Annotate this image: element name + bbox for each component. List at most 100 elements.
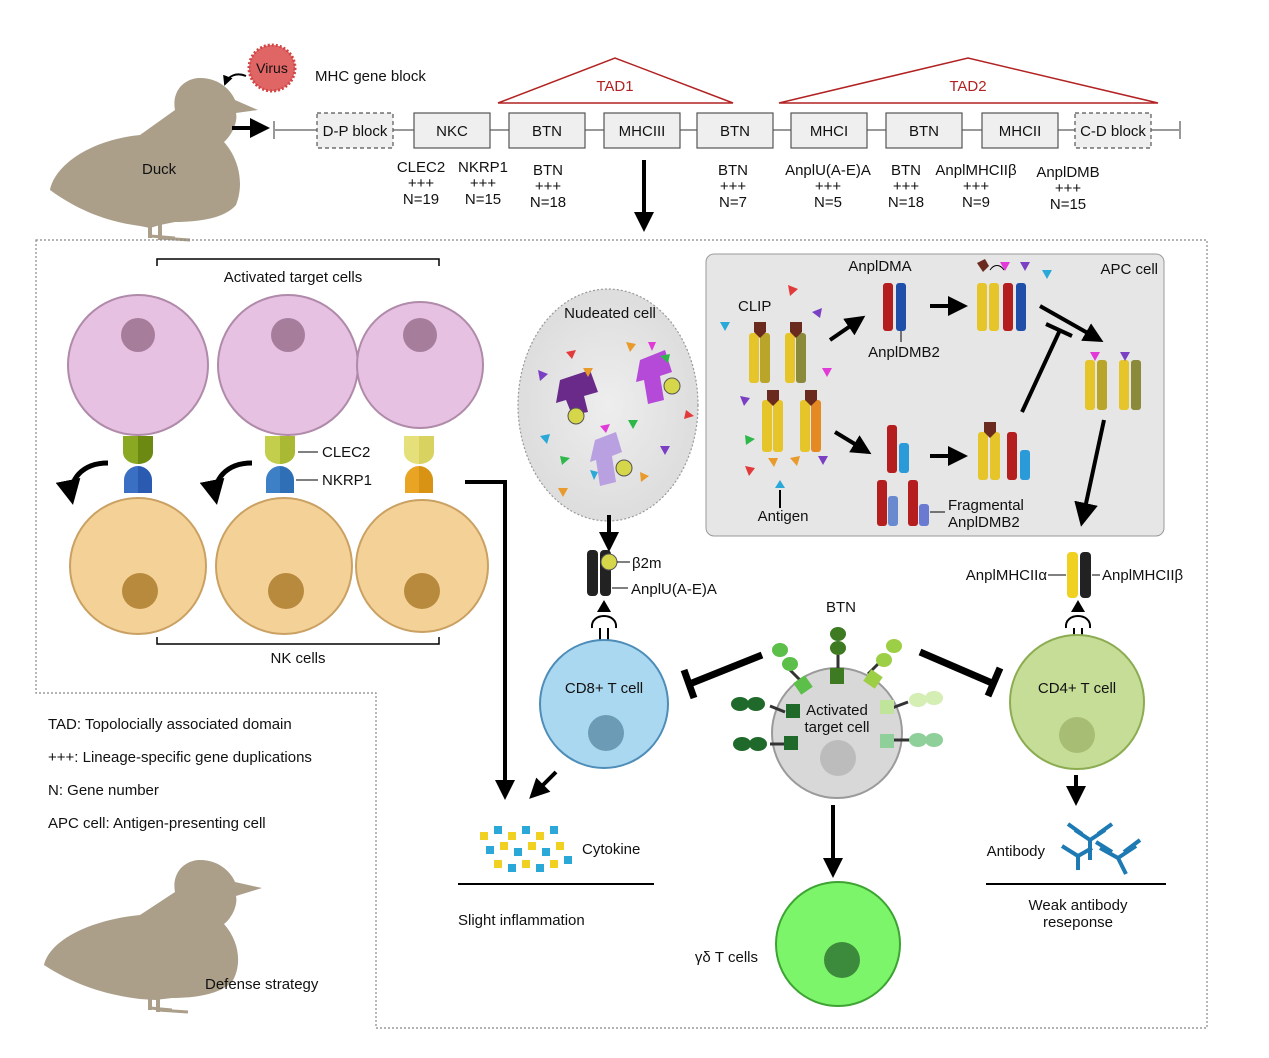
duplication-gene: BTN (533, 162, 563, 179)
duplication-n: N=18 (888, 194, 924, 211)
activated-target-label: Activated target cells (224, 269, 362, 286)
gene-box-label: MHCI (810, 123, 848, 140)
gene-box: BTN (885, 112, 963, 149)
legend-item: APC cell: Antigen-presenting cell (48, 815, 266, 832)
nk-cells (69, 497, 489, 635)
duplication-entry: BTN+++N=7 (718, 162, 748, 211)
gene-box-label: NKC (436, 123, 468, 140)
duplication-n: N=7 (719, 194, 747, 211)
tad2-label: TAD2 (949, 78, 986, 95)
legend-item: N: Gene number (48, 782, 159, 799)
gene-box: MHCII (981, 112, 1059, 149)
gene-box-label: D-P block (323, 123, 388, 140)
gd-t-cell: γδ T cells (695, 881, 901, 1007)
weak-response-2: reseponse (1043, 914, 1113, 931)
nkrp1-label: NKRP1 (322, 472, 372, 489)
duplication-n: N=15 (1050, 196, 1086, 213)
nucleated-title: Nudeated cell (564, 305, 656, 322)
btn-label: BTN (826, 599, 856, 616)
gene-box: NKC (413, 112, 491, 149)
gene-box: BTN (696, 112, 774, 149)
btn-molecules (731, 627, 943, 751)
dma-label: AnplDMA (848, 258, 911, 275)
legend-item: +++: Lineage-specific gene duplications (48, 749, 312, 766)
target-label-1: Activated (806, 702, 868, 719)
clec2-label: CLEC2 (322, 444, 370, 461)
virus-label: Virus (256, 60, 288, 76)
cytokine (480, 826, 572, 872)
weak-response-1: Weak antibody (1029, 897, 1128, 914)
virus: Virus (223, 43, 297, 93)
duplication-mark: +++ (470, 175, 497, 192)
mhc2-beta-label: AnplMHCIIβ (1102, 567, 1184, 584)
duck-label: Duck (142, 161, 177, 178)
legend: TAD: Topolocially associated domain+++: … (48, 716, 312, 832)
duplication-entry: NKRP1+++N=15 (458, 159, 508, 208)
duplication-entry: AnplMHCIIβ+++N=9 (935, 162, 1017, 211)
b2m-label: β2m (632, 555, 661, 572)
duplication-gene: AnplMHCIIβ (935, 162, 1017, 179)
duplication-mark: +++ (893, 178, 920, 195)
anplu-label: AnplU(A-E)A (631, 581, 717, 598)
gene-box-label: MHCIII (619, 123, 666, 140)
panel-outline (35, 239, 1208, 1029)
duplication-mark: +++ (535, 178, 562, 195)
duplication-n: N=9 (962, 194, 990, 211)
duplication-entry: AnplU(A-E)A+++N=5 (785, 162, 871, 211)
duplication-labels: CLEC2+++N=19NKRP1+++N=15BTN+++N=18BTN+++… (397, 159, 1100, 213)
duplication-mark: +++ (815, 178, 842, 195)
cd8-cell: CD8+ T cell (539, 639, 669, 769)
duplication-gene: AnplDMB (1036, 164, 1099, 181)
antigen-label: Antigen (758, 508, 809, 525)
gene-box: C-D block (1074, 112, 1152, 149)
apc-title: APC cell (1100, 261, 1158, 278)
apc-panel: APC cell CLIP Antigen AnplDMA (705, 253, 1165, 537)
duplication-mark: +++ (1055, 180, 1082, 197)
nk-panel: Activated target cells (55, 258, 515, 800)
nk-cells-label: NK cells (270, 650, 325, 667)
target-label-2: target cell (804, 719, 869, 736)
gene-box: MHCIII (603, 112, 681, 149)
gene-box: MHCI (790, 112, 868, 149)
cd4-label: CD4+ T cell (1038, 680, 1116, 697)
gene-box-label: BTN (909, 123, 939, 140)
inflammation-label: Slight inflammation (458, 912, 585, 929)
gene-box-label: BTN (720, 123, 750, 140)
gene-row: D-P block NKC BTN MHCIII BTN MHCI BTN MHCII C-D … (316, 112, 1152, 149)
gene-box: D-P block (316, 112, 394, 149)
activated-target-cell: Activated target cell BTN (731, 599, 943, 799)
target-cells (67, 294, 484, 436)
gene-box-label: C-D block (1080, 123, 1146, 140)
duplication-entry: AnplDMB+++N=15 (1036, 164, 1099, 213)
duck-bottom (44, 859, 262, 1014)
gene-box: BTN (508, 112, 586, 149)
receptor-pairs (123, 436, 434, 493)
tad1-label: TAD1 (596, 78, 633, 95)
gd-label: γδ T cells (695, 949, 758, 966)
fragmental-label-1: Fragmental (948, 497, 1024, 514)
mhc1-complex: β2m AnplU(A-E)A (587, 550, 717, 662)
cd4-cell: CD4+ T cell (1009, 634, 1145, 770)
duplication-gene: BTN (891, 162, 921, 179)
mhc2-alpha-label: AnplMHCIIα (966, 567, 1048, 584)
antibodies (1060, 822, 1142, 875)
defense-label: Defense strategy (205, 976, 319, 993)
duplication-n: N=5 (814, 194, 842, 211)
cytokine-label: Cytokine (582, 841, 640, 858)
duplication-entry: CLEC2+++N=19 (397, 159, 445, 208)
block-title: MHC gene block (315, 68, 426, 85)
duplication-gene: AnplU(A-E)A (785, 162, 871, 179)
antibody-label: Antibody (987, 843, 1046, 860)
duplication-gene: NKRP1 (458, 159, 508, 176)
duplication-entry: BTN+++N=18 (888, 162, 924, 211)
duplication-gene: CLEC2 (397, 159, 445, 176)
duplication-mark: +++ (408, 175, 435, 192)
nucleated-cell: Nudeated cell (517, 288, 699, 522)
gene-box-label: BTN (532, 123, 562, 140)
duplication-mark: +++ (720, 178, 747, 195)
dmb2-label: AnplDMB2 (868, 344, 940, 361)
cd8-label: CD8+ T cell (565, 680, 643, 697)
duplication-entry: BTN+++N=18 (530, 162, 566, 211)
duck-top: Duck (50, 77, 258, 242)
